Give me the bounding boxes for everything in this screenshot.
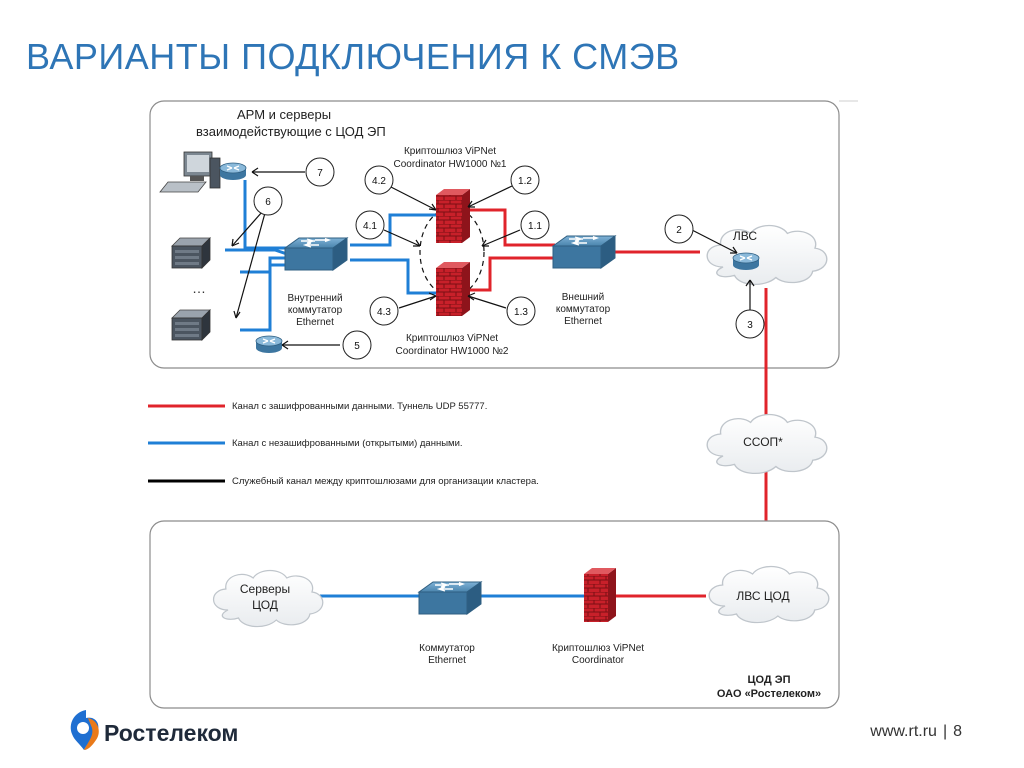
cluster-link [419,207,485,297]
external-switch-icon [552,235,616,269]
dc-lan-label: ЛВС ЦОД [736,589,789,603]
callout-markers [253,157,765,360]
legend-encrypted-label: Канал с зашифрованными данными. Туннель … [232,401,487,412]
external-switch-label: коммутатор [556,304,611,315]
callout-label: 1.1 [528,221,542,232]
dc-crypto-label: Coordinator [572,655,625,666]
dc-switch-icon [418,581,482,615]
slide-title: ВАРИАНТЫ ПОДКЛЮЧЕНИЯ К СМЭВ [26,36,680,77]
router-icon [732,252,760,271]
callout-arrows [231,167,755,350]
callout-label: 7 [317,168,323,179]
arm-label: взаимодействующие с ЦОД ЭП [196,124,386,139]
dc-servers-label: ЦОД [252,598,278,612]
callout-label: 6 [265,197,271,208]
crypto2-label: Coordinator HW1000 №2 [395,346,508,357]
server-icon [171,309,211,341]
firewall-2-icon [436,262,470,316]
server-icon [171,237,211,269]
legend-open-label: Канал с незашифрованными (открытыми) дан… [232,438,463,449]
internal-switch-label: коммутатор [288,305,343,316]
footer-right: www.rt.ru | 8 [870,723,962,741]
crypto1-label: Coordinator HW1000 №1 [393,159,506,170]
internal-switch-label: Ethernet [296,317,334,328]
internal-switch-label: Внутренний [287,293,342,304]
datacenter-panel [149,520,840,709]
firewall-1-icon [436,189,470,243]
workstation-icon [159,151,221,193]
footer-brand: Ростелеком [104,720,239,746]
callout-label: 4.2 [372,176,386,187]
callout-label: 2 [676,225,682,236]
page-number: 8 [953,723,962,740]
dc-switch-label: Коммутатор [419,643,475,654]
router-icon [219,162,247,181]
crypto1-label: Криптошлюз ViPNet [404,146,496,157]
lan-cloud [706,224,828,286]
dc-crypto-label: Криптошлюз ViPNet [552,643,644,654]
servers-ellipsis: … [192,280,206,296]
dc-org-label: ОАО «Ростелеком» [717,688,821,700]
callout-label: 4.3 [377,307,391,318]
router-icon [255,335,283,354]
arm-label: АРМ и серверы [237,107,331,122]
dc-switch-label: Ethernet [428,655,466,666]
callout-label: 4.1 [363,221,377,232]
dc-firewall-icon [584,568,616,622]
callout-label: 5 [354,341,360,352]
legend-service-label: Служебный канал между криптошлюзами для … [232,476,539,487]
external-switch-label: Ethernet [564,316,602,327]
dc-org-label: ЦОД ЭП [747,674,790,686]
dc-servers-label: Серверы [240,582,290,596]
internal-switch-icon [284,237,348,271]
rostelecom-logo-icon [70,710,99,750]
callout-label: 1.2 [518,176,532,187]
callout-label: 3 [747,320,753,331]
crypto2-label: Криптошлюз ViPNet [406,333,498,344]
external-switch-label: Внешний [562,292,604,303]
callout-label: 1.3 [514,307,528,318]
encrypted-channel-lines [470,208,768,567]
footer-separator: | [942,723,948,740]
footer-url[interactable]: www.rt.ru [870,723,937,740]
ssop-label: ССОП* [743,435,783,449]
lan-label: ЛВС [733,229,757,243]
